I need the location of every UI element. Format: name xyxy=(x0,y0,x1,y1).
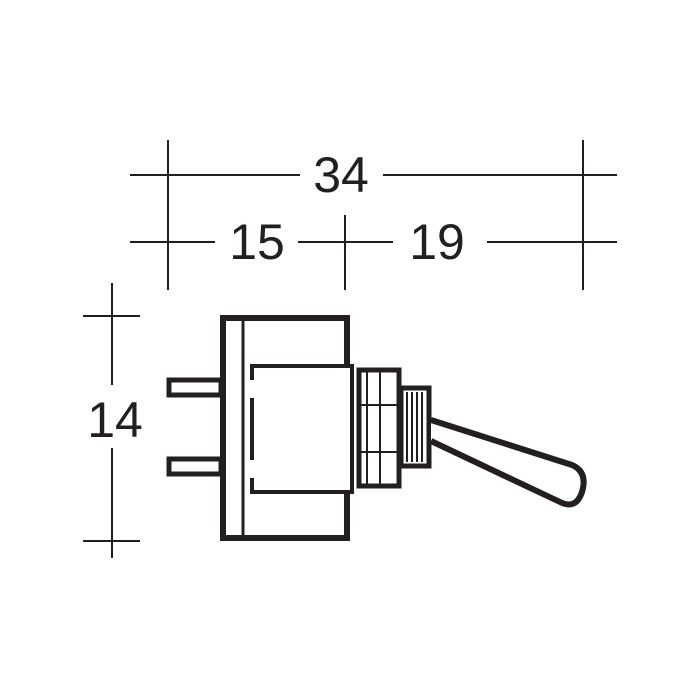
terminal-top xyxy=(166,377,224,398)
toggle-lever xyxy=(429,417,587,508)
inner-housing xyxy=(250,364,354,494)
threaded-bushing xyxy=(398,385,432,469)
dim-right-width-label: 19 xyxy=(409,214,465,270)
dim-overall-width-label: 34 xyxy=(313,147,369,203)
terminal-bottom xyxy=(166,456,224,477)
toggle-switch xyxy=(166,315,587,541)
thread-lines xyxy=(406,392,423,462)
nut-ridges xyxy=(359,372,399,484)
dimension-lines xyxy=(83,140,617,558)
dim-left-width-label: 15 xyxy=(229,214,285,270)
dim-height-label: 14 xyxy=(87,392,143,448)
